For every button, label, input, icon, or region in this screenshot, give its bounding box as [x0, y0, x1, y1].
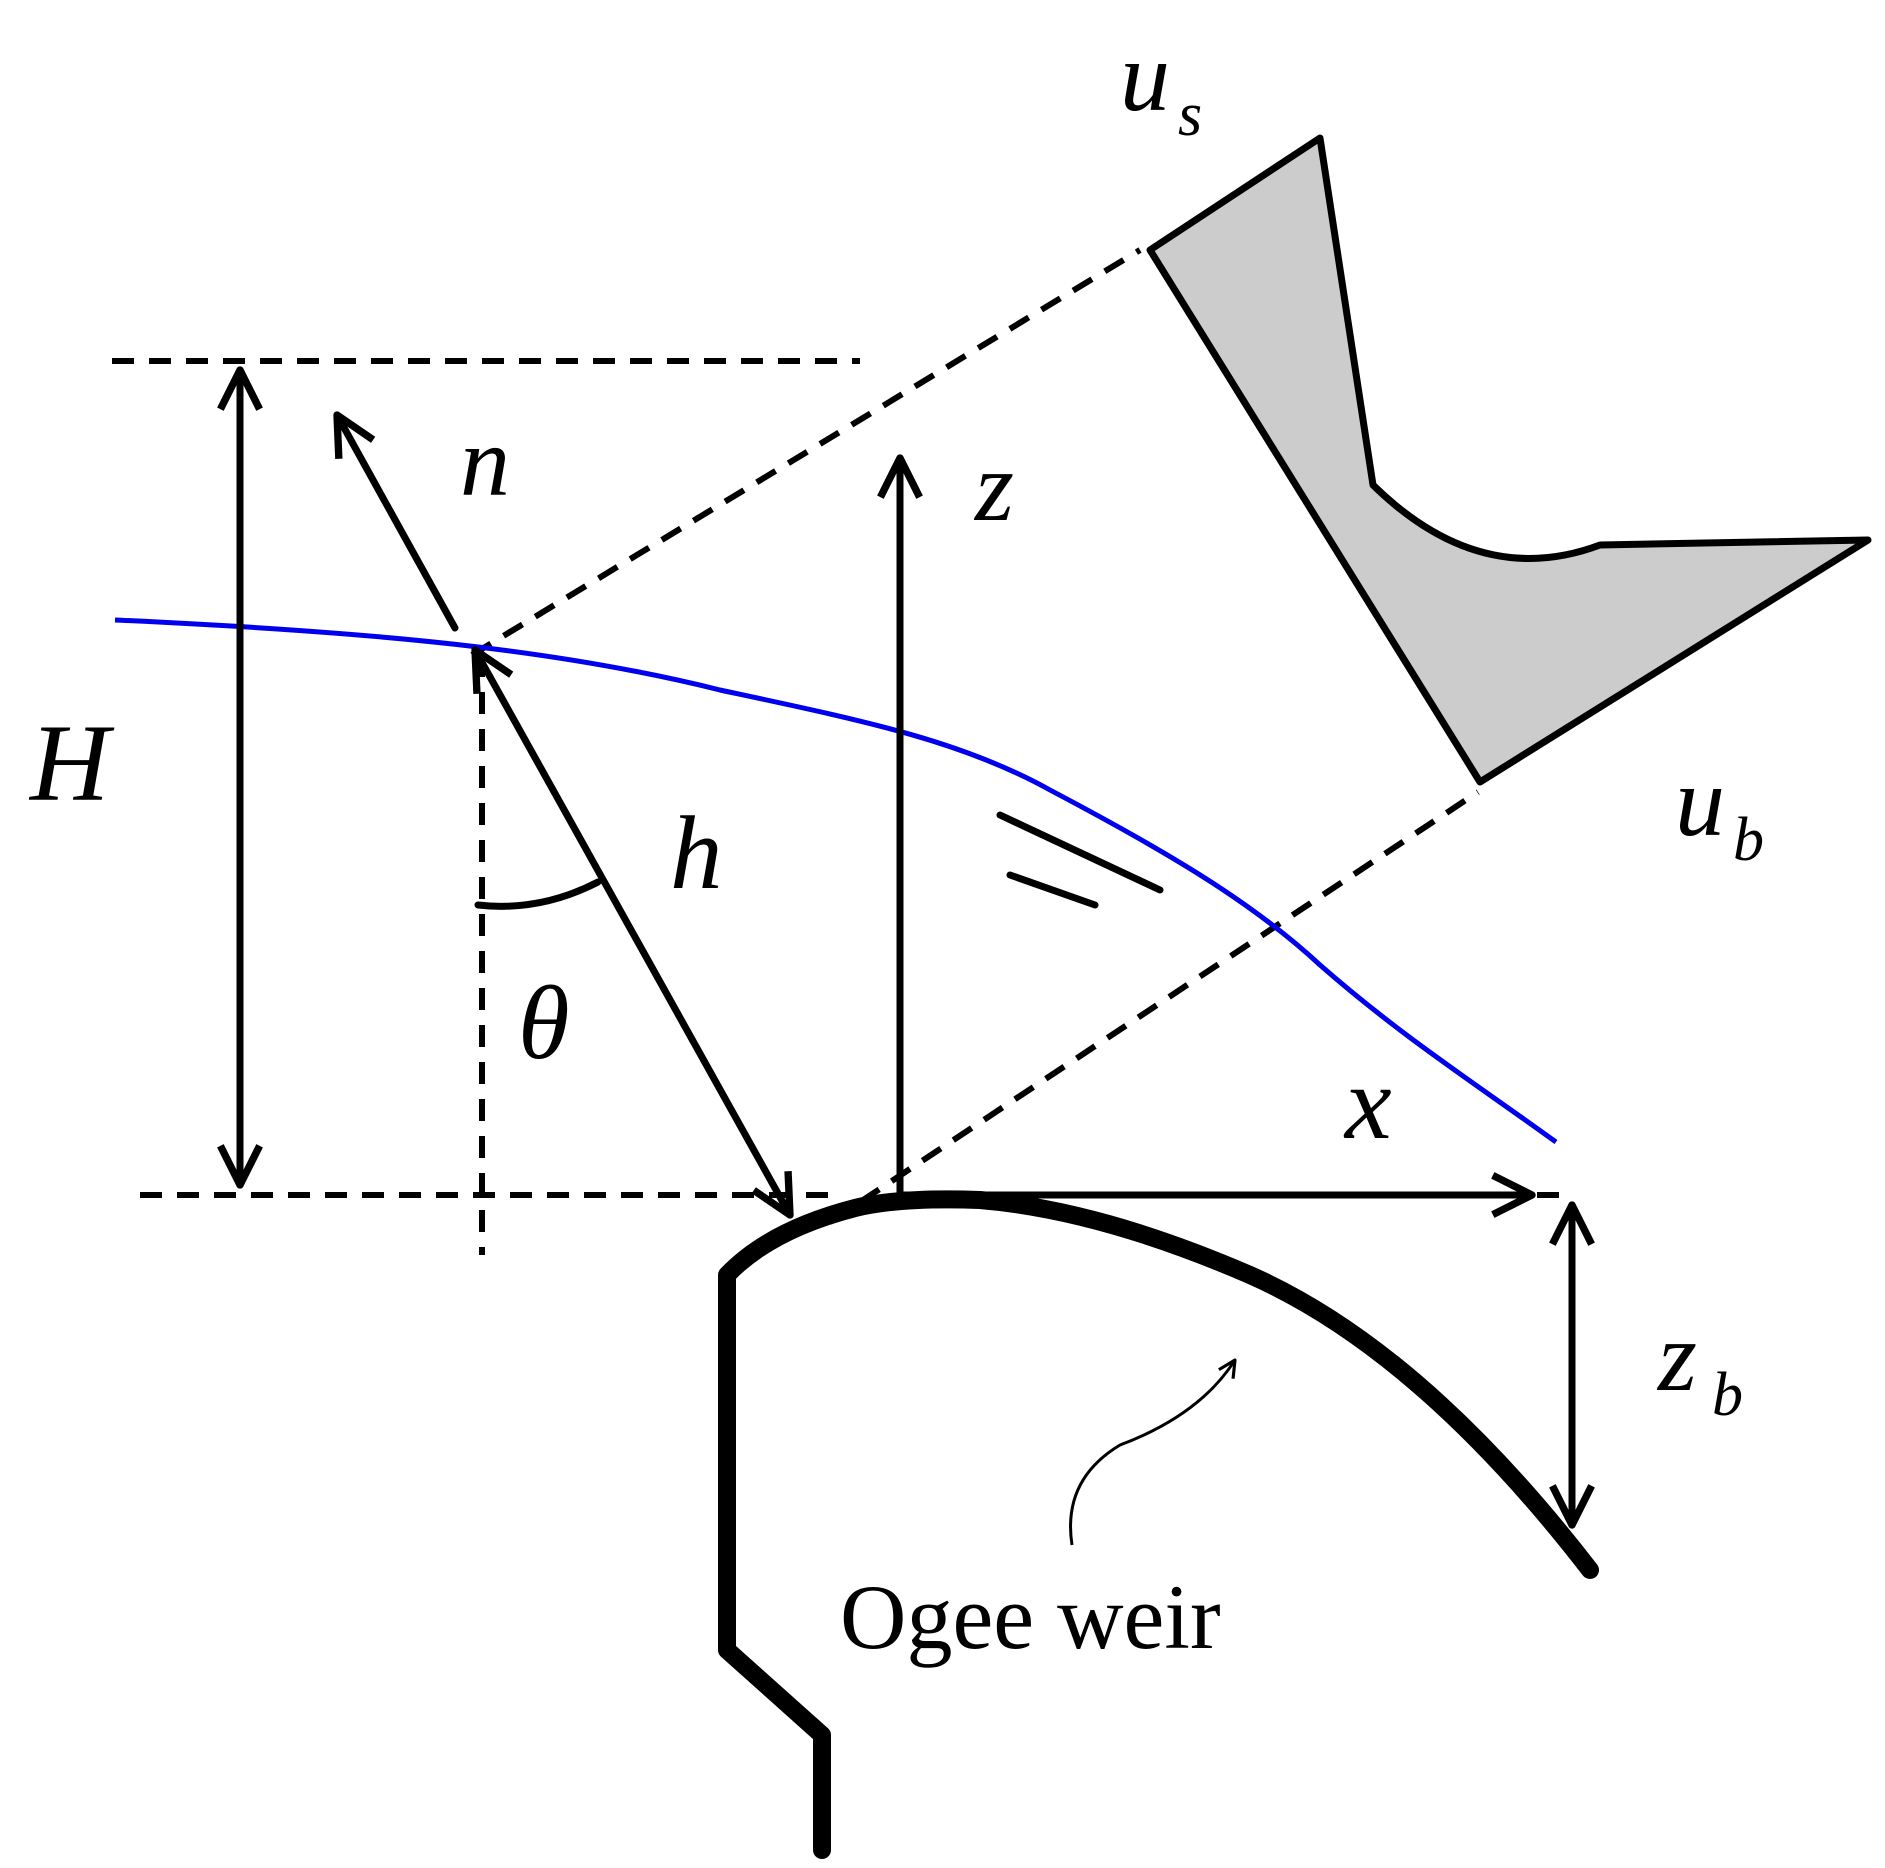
- label-u-b: u: [1675, 746, 1725, 857]
- label-n: n: [460, 406, 510, 517]
- label-z-b: z: [1656, 1301, 1697, 1412]
- label-z: z: [973, 431, 1014, 542]
- weir-caption: Ogee weir: [840, 1566, 1221, 1668]
- upper-projection-line: [470, 247, 1142, 658]
- label-h: h: [670, 794, 723, 911]
- lower-projection-line: [828, 789, 1480, 1225]
- label-H: H: [28, 702, 115, 824]
- ogee-weir-profile: [718, 1190, 1599, 1859]
- weir-pointer-arrow: [1069, 1358, 1237, 1546]
- label-x: x: [1343, 1044, 1392, 1161]
- velocity-profile-shape: [1146, 134, 1872, 786]
- label-theta: θ: [518, 964, 570, 1081]
- label-z-b-subscript: b: [1712, 1361, 1743, 1429]
- label-u-b-subscript: b: [1733, 806, 1764, 874]
- normal-direction-arrow: [333, 411, 459, 632]
- depth-dimension-arrow: [471, 646, 794, 1219]
- label-u-s: u: [1120, 21, 1170, 132]
- surface-symbol-long: [996, 811, 1164, 894]
- surface-symbol-short: [1006, 871, 1099, 909]
- angle-arc: [474, 878, 602, 910]
- label-u-s-subscript: s: [1178, 81, 1202, 149]
